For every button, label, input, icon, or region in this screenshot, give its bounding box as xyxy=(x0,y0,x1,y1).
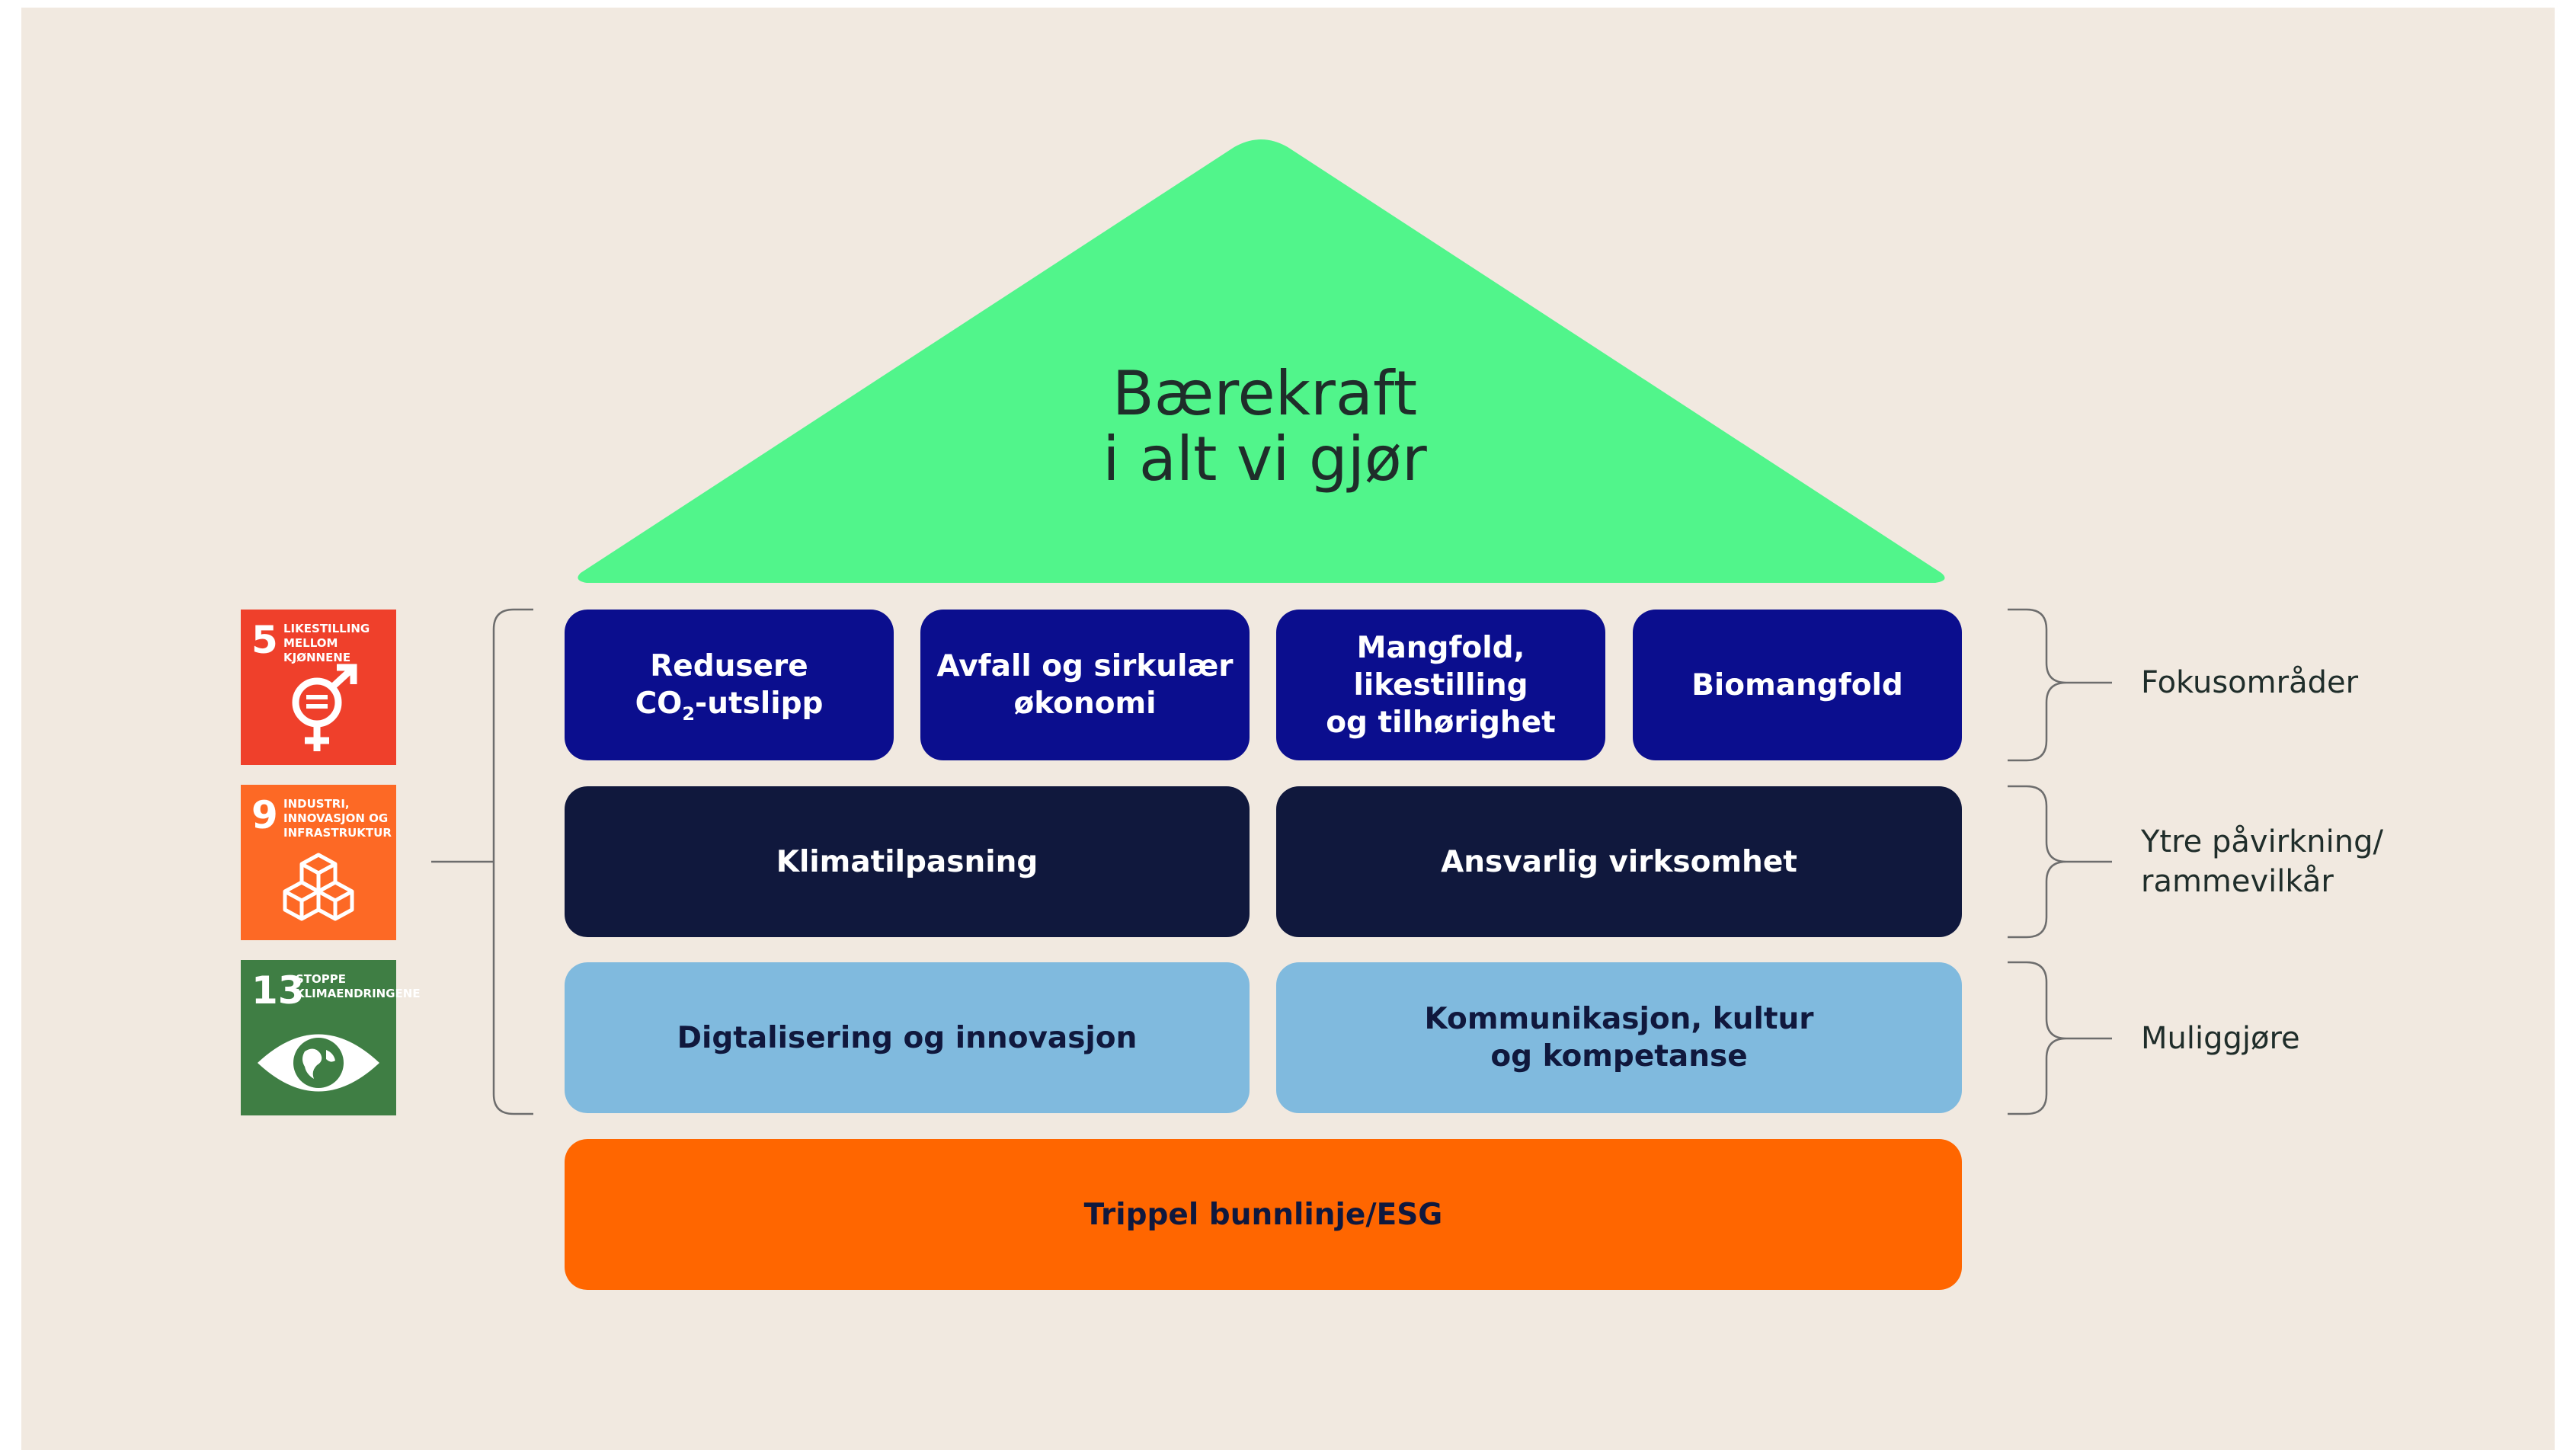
outer-box-responsible-business-label: Ansvarlig virksomhet xyxy=(1441,844,1797,879)
focus-box-co2: Redusere CO2-utslipp xyxy=(565,610,894,760)
sdg-13-number: 13 xyxy=(251,968,305,1013)
cubes-icon xyxy=(283,853,354,921)
enable-box-digitalization-label: Digtalisering og innovasjon xyxy=(677,1020,1138,1055)
sdg-5-number: 5 xyxy=(251,618,278,662)
focus-box-biodiversity: Biomangfold xyxy=(1633,610,1962,760)
sdg-5-title: LIKESTILLING MELLOM KJØNNENE xyxy=(283,622,370,664)
base-box-esg: Trippel bunnlinje/ESG xyxy=(565,1139,1962,1290)
focus-box-waste-line1: Avfall og sirkulær xyxy=(936,649,1234,683)
label-outer-line2: rammevilkår xyxy=(2141,864,2334,899)
sdg-9-title: INDUSTRI, INNOVASJON OG INFRASTRUKTUR xyxy=(283,797,392,840)
enable-box-digitalization: Digtalisering og innovasjon xyxy=(565,962,1250,1113)
focus-box-co2-line1: Redusere xyxy=(650,649,808,683)
focus-box-diversity-line2: og tilhørighet xyxy=(1326,705,1556,740)
roof-title-line2: i alt vi gjør xyxy=(1102,424,1427,494)
focus-box-diversity: Mangfold, likestilling og tilhørighet xyxy=(1276,610,1605,760)
focus-box-waste-line2: økonomi xyxy=(1013,686,1157,721)
enable-box-communication-line2: og kompetanse xyxy=(1490,1039,1748,1074)
outer-box-climate-adaptation: Klimatilpasning xyxy=(565,786,1250,937)
focus-box-diversity-line1: Mangfold, likestilling xyxy=(1353,630,1528,702)
outer-box-responsible-business: Ansvarlig virksomhet xyxy=(1276,786,1962,937)
base-box-esg-label: Trippel bunnlinje/ESG xyxy=(1083,1197,1443,1232)
focus-box-co2-line2: CO2-utslipp xyxy=(635,686,824,725)
roof-title-line1: Bærekraft xyxy=(1112,358,1418,429)
sdg-13-title: STOPPE KLIMAENDRINGENE xyxy=(296,972,421,1000)
sdg-9-tile: 9 INDUSTRI, INNOVASJON OG INFRASTRUKTUR xyxy=(241,785,396,940)
eye-globe-icon xyxy=(258,1034,379,1092)
focus-box-waste: Avfall og sirkulær økonomi xyxy=(920,610,1250,760)
label-enable: Muliggjøre xyxy=(2141,1021,2300,1056)
enable-box-communication-line1: Kommunikasjon, kultur xyxy=(1424,1002,1814,1036)
focus-box-biodiversity-label: Biomangfold xyxy=(1691,667,1903,702)
sdg-13-tile: 13 STOPPE KLIMAENDRINGENE xyxy=(241,960,421,1115)
sdg-5-tile: 5 LIKESTILLING MELLOM KJØNNENE xyxy=(241,610,396,765)
sdg-9-number: 9 xyxy=(251,793,278,837)
enable-box-communication: Kommunikasjon, kultur og kompetanse xyxy=(1276,962,1962,1113)
outer-box-climate-adaptation-label: Klimatilpasning xyxy=(776,844,1038,879)
gender-equality-icon xyxy=(292,664,357,751)
label-focus-areas: Fokusområder xyxy=(2141,665,2359,700)
label-outer-line1: Ytre påvirkning/ xyxy=(2141,824,2383,859)
